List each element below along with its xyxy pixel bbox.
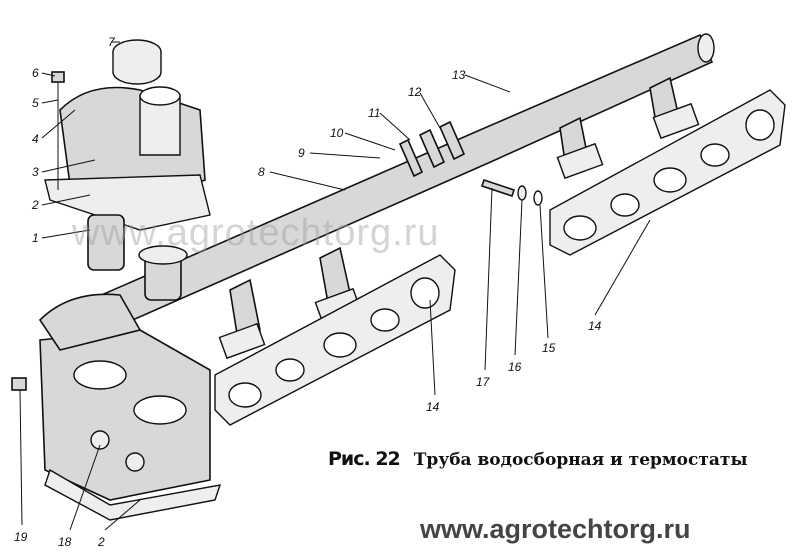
bolt-and-washers xyxy=(480,178,543,206)
label-11: 11 xyxy=(368,106,380,120)
label-6: 6 xyxy=(32,66,39,80)
label-2-bottom: 2 xyxy=(97,535,105,549)
label-18: 18 xyxy=(58,535,72,549)
label-17: 17 xyxy=(476,375,491,389)
label-5: 5 xyxy=(32,96,39,110)
thermostat-housing xyxy=(11,293,222,521)
figure-number: Рис. 22 xyxy=(328,448,401,470)
manifold-gasket-right xyxy=(549,89,786,256)
label-9: 9 xyxy=(298,146,305,160)
label-16: 16 xyxy=(508,360,522,374)
watermark-bottom: www.agrotechtorg.ru xyxy=(420,514,691,544)
watermark-center: www.agrotechtorg.ru xyxy=(72,212,440,254)
label-10: 10 xyxy=(330,126,344,140)
figure-caption: Рис. 22 Труба водосборная и термостаты xyxy=(328,448,748,470)
water-collector-pipe xyxy=(88,33,715,360)
label-1: 1 xyxy=(32,231,39,245)
manifold-gasket-left xyxy=(214,254,456,426)
thermostat-cover xyxy=(44,39,211,231)
label-2: 2 xyxy=(31,198,39,212)
label-19: 19 xyxy=(14,530,28,544)
thermostats xyxy=(87,214,188,301)
label-15: 15 xyxy=(542,341,556,355)
label-14-left: 14 xyxy=(426,400,440,414)
label-4: 4 xyxy=(32,132,39,146)
label-13: 13 xyxy=(452,68,466,82)
leader-lines xyxy=(19,41,651,531)
part-labels: 1 2 3 4 5 6 7 8 9 10 11 12 13 14 14 15 1… xyxy=(14,35,602,549)
label-14: 14 xyxy=(588,319,602,333)
label-8: 8 xyxy=(258,165,265,179)
figure-title: Труба водосборная и термостаты xyxy=(413,450,748,470)
label-7: 7 xyxy=(108,35,116,49)
label-3: 3 xyxy=(32,165,39,179)
label-12: 12 xyxy=(408,85,422,99)
